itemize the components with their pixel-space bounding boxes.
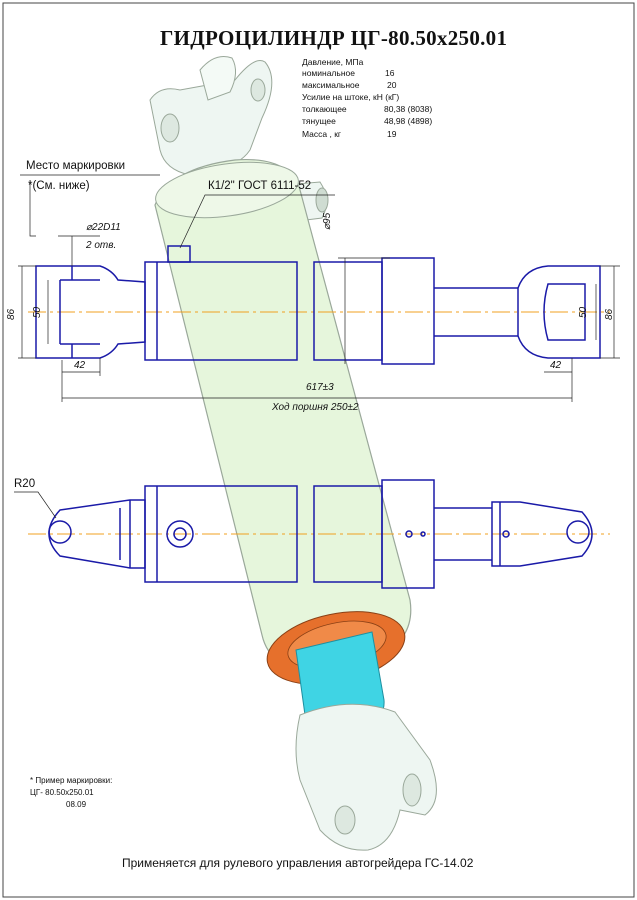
holes-count-label: 2 отв. — [86, 240, 117, 251]
port-outline — [167, 245, 191, 263]
hole-diameter-label: ⌀22D11 — [86, 222, 121, 233]
offset-left-label: 42 — [74, 360, 86, 371]
marking-example-date: 08.09 — [66, 800, 87, 809]
marking-example-heading: * Пример маркировки: — [30, 776, 113, 785]
lower-clevis — [295, 703, 437, 851]
push-label: толкающее — [302, 104, 347, 114]
radius-label: R20 — [14, 478, 36, 490]
marking-example-code: ЦГ- 80.50х250.01 — [30, 788, 94, 797]
bottom-view — [28, 479, 610, 589]
offset-right-label: 42 — [550, 360, 562, 371]
marking-place-label: Место маркировки — [26, 160, 126, 172]
force-heading: Усилие на штоке, кН (кГ) — [302, 92, 400, 102]
max-label: максимальное — [302, 80, 360, 90]
pull-value: 48,98 (4898) — [384, 116, 433, 126]
nominal-value: 16 — [385, 68, 395, 78]
top-view-dimensions — [18, 174, 620, 402]
pull-label: тянущее — [302, 116, 336, 126]
push-value: 80,38 (8038) — [384, 104, 433, 114]
overall-length-label: 617±3 — [306, 382, 334, 393]
drawing-title: ГИДРОЦИЛИНДР ЦГ-80.50х250.01 — [160, 26, 508, 50]
height-right-label: 86 — [604, 308, 615, 320]
cylinder-3d-render — [149, 56, 437, 851]
see-below-label: *(См. ниже) — [28, 180, 90, 192]
mass-value: 19 — [387, 129, 397, 139]
nominal-label: номинальное — [302, 68, 355, 78]
application-note: Применяется для рулевого управления авто… — [122, 856, 474, 870]
port-thread-label: К1/2" ГОСТ 6111-52 — [208, 180, 312, 192]
pressure-heading: Давление, МПа — [302, 57, 364, 67]
bottom-barrel-outline — [144, 485, 298, 583]
slot-right-label: 50 — [578, 306, 589, 318]
upper-clevis — [149, 60, 273, 176]
slot-left-label: 50 — [32, 306, 43, 318]
bottom-view-dimensions — [14, 491, 57, 519]
right-eye-outline — [491, 501, 593, 567]
mass-label: Масса , кг — [302, 129, 342, 139]
max-value: 20 — [387, 80, 397, 90]
cylinder-barrel — [154, 158, 412, 672]
height-left-label: 86 — [6, 308, 17, 320]
stroke-label: Ход поршня 250±2 — [272, 402, 359, 413]
bore-diameter-label: ⌀95 — [322, 212, 333, 230]
barrel-outline — [144, 261, 298, 361]
